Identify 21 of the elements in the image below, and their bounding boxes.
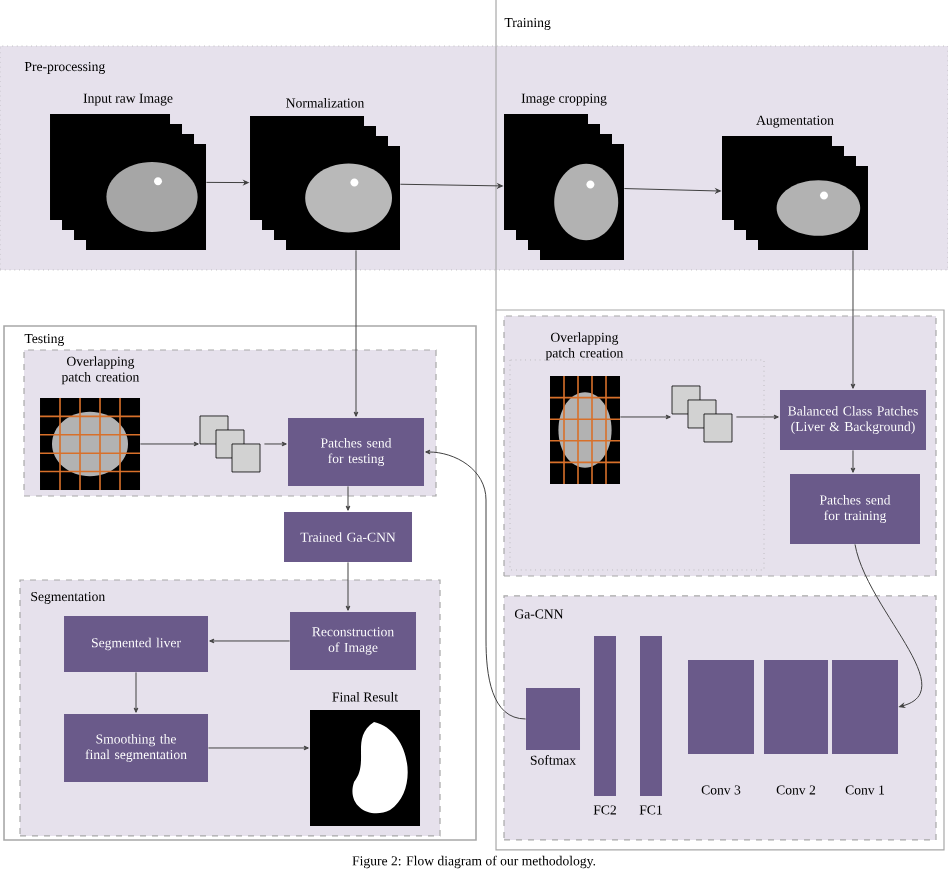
picture bbox=[199, 415, 261, 473]
arrow bbox=[425, 449, 527, 720]
arrow bbox=[345, 561, 351, 611]
arrow bbox=[353, 249, 359, 417]
picture bbox=[671, 385, 733, 443]
arrow bbox=[133, 671, 139, 713]
arrow bbox=[619, 414, 671, 420]
arrow bbox=[139, 441, 199, 447]
picture bbox=[549, 375, 621, 485]
arrow bbox=[399, 183, 503, 189]
arrow bbox=[735, 414, 779, 420]
arrow bbox=[209, 638, 291, 644]
arrow bbox=[263, 441, 287, 447]
arrow bbox=[205, 180, 249, 185]
arrow bbox=[850, 449, 856, 473]
arrow bbox=[207, 745, 309, 751]
arrow bbox=[345, 485, 351, 511]
arrow bbox=[623, 188, 721, 194]
arrow bbox=[850, 249, 856, 389]
picture bbox=[39, 397, 141, 491]
arrow bbox=[854, 543, 923, 708]
